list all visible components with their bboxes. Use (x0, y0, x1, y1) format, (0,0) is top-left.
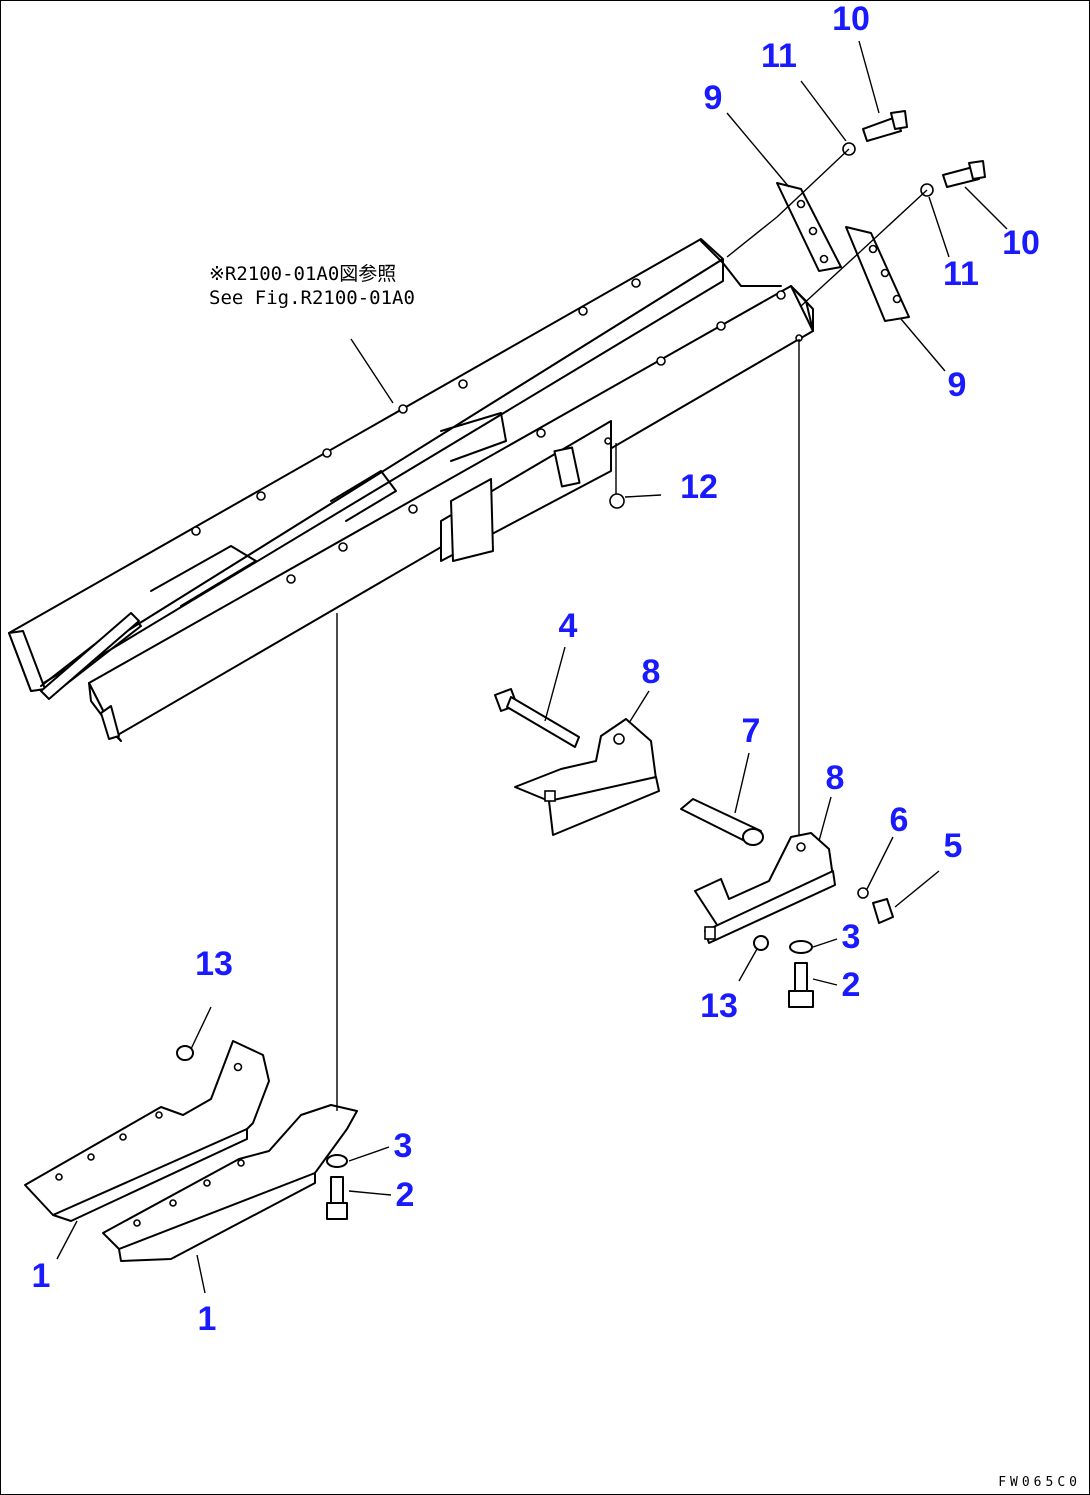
callout-7: 7 (741, 712, 761, 750)
callout-3-left: 3 (393, 1127, 413, 1165)
lower-step-assembly (24, 613, 358, 1262)
leader-lines (56, 40, 1008, 1294)
callout-6: 6 (889, 801, 909, 839)
callout-10-upper: 10 (832, 0, 870, 38)
callout-9-lower: 9 (947, 366, 967, 404)
center-bracket-assembly (494, 688, 764, 846)
reference-note-jp: ※R2100-01A0図参照 (209, 263, 397, 285)
callout-3-right: 3 (841, 918, 861, 956)
callout-8-right: 8 (825, 759, 845, 797)
callout-10-lower: 10 (1002, 224, 1040, 262)
drawing-code: FW065C0 (998, 1475, 1081, 1490)
callout-8-center: 8 (641, 653, 661, 691)
nut-12 (609, 443, 662, 509)
callout-2-left: 2 (395, 1176, 415, 1214)
right-bracket-assembly (694, 339, 894, 1008)
callout-11-upper: 11 (761, 37, 797, 75)
callout-12: 12 (680, 468, 718, 506)
reference-note: ※R2100-01A0図参照 See Fig.R2100-01A0 (209, 263, 415, 311)
callout-1-left: 1 (31, 1257, 51, 1295)
reference-note-en: See Fig.R2100-01A0 (209, 286, 415, 309)
callout-2-right: 2 (841, 966, 861, 1004)
callout-5: 5 (943, 827, 963, 865)
callout-9-upper: 9 (703, 79, 723, 117)
frame-bolt-holes (191, 278, 803, 584)
callout-1-right: 1 (197, 1300, 217, 1338)
callout-13-left: 13 (195, 945, 233, 983)
upper-plate-assembly (726, 110, 986, 322)
track-frame (8, 238, 814, 742)
callout-11-lower: 11 (943, 255, 979, 293)
callout-13-right: 13 (700, 987, 738, 1025)
callout-4: 4 (558, 607, 578, 645)
